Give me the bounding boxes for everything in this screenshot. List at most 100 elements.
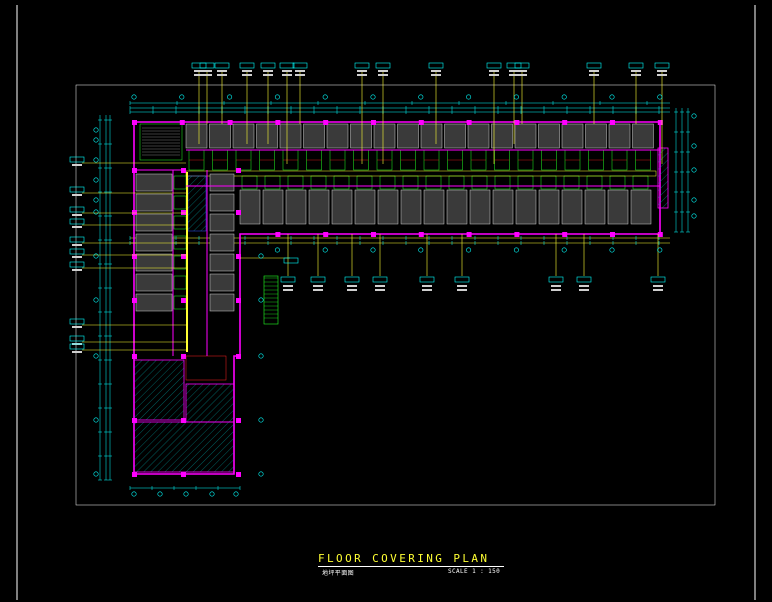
grid-bubble (322, 247, 328, 253)
room-left-column (135, 173, 173, 192)
hatch-area (185, 383, 235, 423)
column (418, 120, 424, 125)
callout-tag (69, 206, 85, 213)
bathroom-bottom-row (241, 175, 258, 190)
callout-text (657, 70, 667, 72)
column (371, 120, 376, 125)
callout-tag (344, 276, 360, 283)
callout-tag (654, 62, 670, 69)
room-right-column (209, 233, 235, 252)
room-top-row (538, 123, 560, 149)
bathroom-bottom-row (563, 175, 580, 190)
grid-bubble (93, 177, 99, 183)
column (562, 232, 568, 237)
callout-text (347, 285, 357, 287)
room-bottom-row (515, 189, 537, 225)
grid-bubble (609, 94, 615, 100)
callout-text (72, 164, 82, 166)
room-bottom-row (538, 189, 560, 225)
grid-bubble (466, 247, 472, 253)
callout-tag (628, 62, 644, 69)
sheet-frame (16, 5, 756, 600)
hatch-area (133, 359, 185, 421)
grid-bubble (609, 247, 615, 253)
callout-tag (69, 186, 85, 193)
callout-tag (199, 62, 215, 69)
grid-bubble (370, 94, 376, 100)
grid-bubble (657, 94, 663, 100)
column (181, 210, 186, 215)
room-bottom-row (400, 189, 422, 225)
callout-text (217, 70, 227, 72)
column (132, 298, 137, 303)
grid-bubble (513, 247, 519, 253)
grid-bubble (131, 94, 137, 100)
room-bottom-row (492, 189, 514, 225)
callout-text (431, 70, 441, 72)
callout-text (551, 285, 561, 287)
callout-text (517, 74, 527, 76)
grid-bubble (183, 491, 189, 497)
room-top-row (350, 123, 372, 149)
grid-bubble (131, 491, 137, 497)
callout-text (194, 70, 204, 72)
callout-text (282, 74, 292, 76)
room-top-row (585, 123, 607, 149)
bathroom-bottom-row (264, 175, 281, 190)
room-bottom-row (630, 189, 652, 225)
column (275, 232, 281, 237)
callout-text (422, 289, 432, 291)
callout-text (283, 285, 293, 287)
room-right-column (209, 213, 235, 232)
columns (132, 120, 663, 477)
callout-text (375, 285, 385, 287)
column (181, 354, 186, 359)
callout-tag (514, 62, 530, 69)
callout-text (378, 70, 388, 72)
stair-core (139, 123, 183, 161)
room-top-row (326, 123, 349, 149)
grid-bubble (322, 94, 328, 100)
bathroom-left-column (173, 215, 187, 230)
grid-bubble (513, 94, 519, 100)
grid-bubbles (93, 94, 697, 497)
bathroom-bottom-row (632, 175, 649, 190)
column (275, 120, 281, 125)
grid-bubble (258, 471, 264, 477)
callout-text (509, 74, 519, 76)
room-bottom-row (377, 189, 399, 225)
callout-tag (69, 343, 85, 350)
grid-bubble (258, 417, 264, 423)
callout-text (282, 70, 292, 72)
callout-text (457, 285, 467, 287)
column (466, 120, 472, 125)
grid-bubble (93, 127, 99, 133)
column (610, 120, 615, 125)
callout-text (657, 74, 667, 76)
grid-bubble (691, 113, 697, 119)
column (236, 168, 241, 173)
bathroom-bottom-row (379, 175, 396, 190)
shaft (187, 175, 207, 232)
room-left-column (135, 293, 173, 312)
column (562, 120, 568, 125)
callout-tag (419, 276, 435, 283)
lobby-service (185, 355, 227, 381)
callout-text (489, 74, 499, 76)
grid-bubble (274, 247, 280, 253)
callout-text (653, 289, 663, 291)
grid-bubble (227, 94, 233, 100)
column (236, 354, 241, 359)
callout-text (313, 289, 323, 291)
callout-text (202, 74, 212, 76)
column (657, 232, 663, 237)
bathroom-bottom-row (356, 175, 373, 190)
column (514, 120, 520, 125)
room-bottom-row (239, 189, 261, 225)
callout-text (517, 70, 527, 72)
callout-tag (214, 62, 230, 69)
callout-text (72, 256, 82, 258)
column (132, 354, 137, 359)
hatched-floor-areas (133, 147, 669, 473)
callout-tag (279, 62, 295, 69)
